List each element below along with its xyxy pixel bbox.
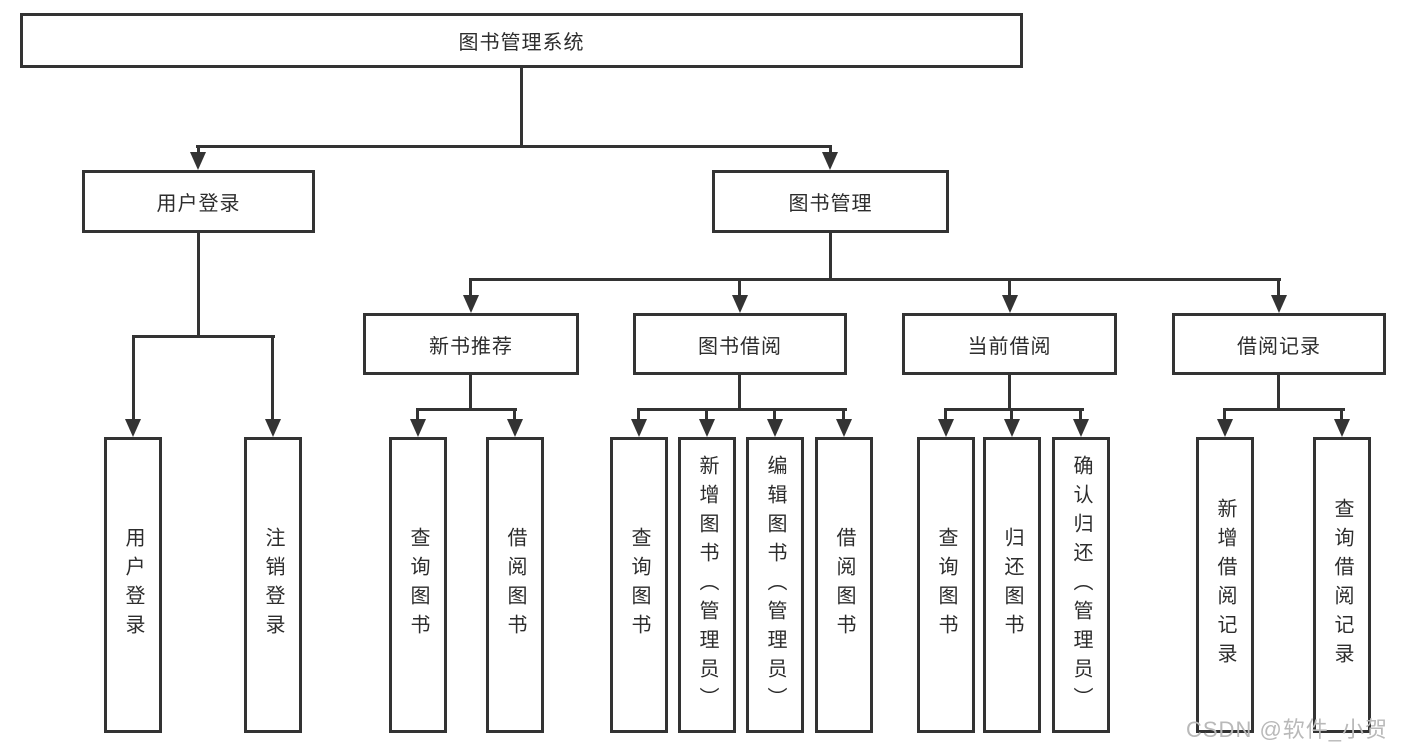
leaf-return-books: 归还图书 <box>983 437 1041 733</box>
leaf-label: 查询图书 <box>407 527 429 643</box>
arrowhead-icon <box>822 152 838 170</box>
node-new-book-recommend: 新书推荐 <box>363 313 579 375</box>
arrowhead-icon <box>1073 419 1089 437</box>
connector-line <box>469 373 472 408</box>
leaf-label: 用户登录 <box>122 527 144 643</box>
node-label: 用户登录 <box>156 193 241 215</box>
connector-line <box>705 408 708 419</box>
arrowhead-icon <box>265 419 281 437</box>
leaf-label: 编辑图书（管理员） <box>764 454 786 716</box>
connector-line <box>738 373 741 408</box>
leaf-label: 查询借阅记录 <box>1331 498 1353 672</box>
leaf-borrow-books-recommend: 借阅图书 <box>486 437 544 733</box>
leaf-label: 查询图书 <box>935 527 957 643</box>
arrowhead-icon <box>410 419 426 437</box>
connector-line <box>944 408 947 419</box>
leaf-logout: 注销登录 <box>244 437 302 733</box>
connector-line <box>1223 408 1226 419</box>
connector-line <box>1008 278 1011 295</box>
leaf-label: 归还图书 <box>1001 527 1023 643</box>
arrowhead-icon <box>1271 295 1287 313</box>
connector-line <box>829 145 832 154</box>
connector-line <box>197 145 200 154</box>
connector-line <box>513 408 516 419</box>
connector-line <box>271 335 274 419</box>
arrowhead-icon <box>938 419 954 437</box>
arrowhead-icon <box>699 419 715 437</box>
connector-line <box>944 408 1084 411</box>
connector-line <box>1010 408 1013 419</box>
node-label: 图书管理系统 <box>458 32 585 54</box>
connector-line <box>842 408 845 419</box>
leaf-borrow-books: 借阅图书 <box>815 437 873 733</box>
arrowhead-icon <box>190 152 206 170</box>
node-label: 新书推荐 <box>429 335 513 358</box>
connector-line <box>1008 373 1011 408</box>
leaf-query-books-borrow: 查询图书 <box>610 437 668 733</box>
leaf-confirm-return-admin: 确认归还（管理员） <box>1052 437 1110 733</box>
arrowhead-icon <box>1004 419 1020 437</box>
connector-line <box>416 408 419 419</box>
arrowhead-icon <box>507 419 523 437</box>
connector-line <box>197 231 200 335</box>
arrowhead-icon <box>1217 419 1233 437</box>
connector-line <box>1340 408 1343 419</box>
connector-line <box>520 66 523 145</box>
node-label: 图书借阅 <box>698 335 782 358</box>
leaf-query-borrow-record: 查询借阅记录 <box>1313 437 1371 733</box>
connector-line <box>1223 408 1345 411</box>
csdn-watermark: CSDN @软件_小贺同学 <box>1186 717 1389 742</box>
node-book-management: 图书管理 <box>712 170 949 233</box>
connector-line <box>132 335 135 419</box>
connector-line <box>416 408 517 411</box>
arrowhead-icon <box>836 419 852 437</box>
leaf-label: 新增借阅记录 <box>1214 498 1236 672</box>
node-root: 图书管理系统 <box>20 13 1023 68</box>
leaf-add-books-admin: 新增图书（管理员） <box>678 437 736 733</box>
leaf-edit-books-admin: 编辑图书（管理员） <box>746 437 804 733</box>
arrowhead-icon <box>463 295 479 313</box>
connector-line <box>470 278 1281 281</box>
leaf-query-books-recommend: 查询图书 <box>389 437 447 733</box>
arrowhead-icon <box>631 419 647 437</box>
node-current-borrow: 当前借阅 <box>902 313 1117 375</box>
leaf-label: 借阅图书 <box>833 527 855 643</box>
connector-line <box>738 278 741 295</box>
connector-line <box>1277 278 1280 295</box>
arrowhead-icon <box>732 295 748 313</box>
node-label: 当前借阅 <box>967 335 1052 358</box>
connector-line <box>637 408 640 419</box>
node-book-borrow: 图书借阅 <box>633 313 847 375</box>
connector-line <box>829 231 832 278</box>
leaf-label: 借阅图书 <box>504 527 526 643</box>
connector-line <box>469 278 472 295</box>
leaf-label: 注销登录 <box>262 527 284 643</box>
leaf-add-borrow-record: 新增借阅记录 <box>1196 437 1254 733</box>
node-borrow-records: 借阅记录 <box>1172 313 1386 375</box>
leaf-user-login: 用户登录 <box>104 437 162 733</box>
arrowhead-icon <box>1002 295 1018 313</box>
connector-line <box>1277 373 1280 408</box>
connector-line <box>637 408 847 411</box>
connector-line <box>132 335 275 338</box>
arrowhead-icon <box>767 419 783 437</box>
leaf-label: 查询图书 <box>628 527 650 643</box>
leaf-label: 确认归还（管理员） <box>1070 454 1092 716</box>
node-user-login: 用户登录 <box>82 170 315 233</box>
arrowhead-icon <box>1334 419 1350 437</box>
connector-line <box>773 408 776 419</box>
leaf-query-books-current: 查询图书 <box>917 437 975 733</box>
connector-line <box>1079 408 1082 419</box>
arrowhead-icon <box>125 419 141 437</box>
node-label: 图书管理 <box>788 193 873 215</box>
connector-line <box>196 145 832 148</box>
node-label: 借阅记录 <box>1237 335 1321 358</box>
leaf-label: 新增图书（管理员） <box>696 454 718 716</box>
